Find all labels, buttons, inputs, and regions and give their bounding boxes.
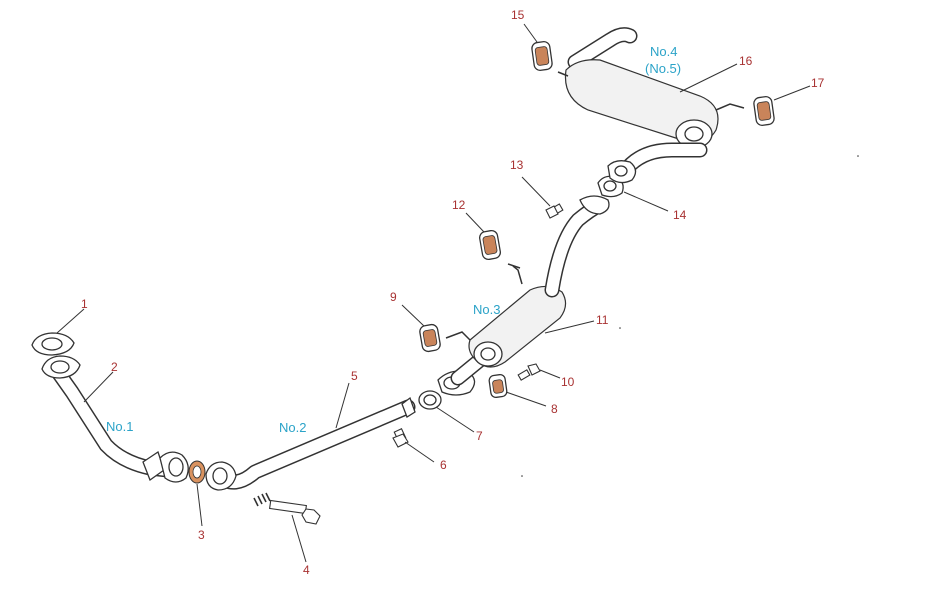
center-muffler-no3 [437, 195, 610, 396]
front-pipe-upper-flange [31, 332, 75, 356]
callout-numbers: 1 2 3 4 5 6 7 8 9 10 11 12 13 14 15 16 1… [81, 8, 825, 577]
callout-4: 4 [303, 563, 310, 577]
label-no1: No.1 [106, 419, 133, 434]
callout-14: 14 [673, 208, 687, 222]
bolt-part-13 [545, 203, 564, 219]
callout-3: 3 [198, 528, 205, 542]
rubber-mount-part-15 [531, 41, 553, 71]
callout-11: 11 [596, 313, 609, 327]
spring-bolt-part-4 [253, 492, 321, 525]
rubber-mount-part-8 [488, 373, 508, 399]
center-pipe-front-flange [205, 461, 237, 491]
center-pipe-no2 [205, 396, 416, 491]
rear-muffler-no4 [557, 27, 745, 184]
callout-7: 7 [476, 429, 483, 443]
label-no5: (No.5) [645, 61, 681, 76]
callout-9: 9 [390, 290, 397, 304]
section-labels: No.1 No.2 No.3 No.4 (No.5) [106, 44, 681, 435]
bolt-part-10 [517, 363, 541, 381]
callout-15: 15 [511, 8, 525, 22]
bolt-part-6 [392, 428, 409, 448]
callout-17: 17 [811, 76, 825, 90]
rubber-mount-part-12 [479, 229, 501, 261]
callout-1: 1 [81, 297, 88, 311]
callout-16: 16 [739, 54, 753, 68]
callout-12: 12 [452, 198, 466, 212]
front-pipe-no1 [31, 332, 189, 483]
callout-2: 2 [111, 360, 118, 374]
label-no2: No.2 [279, 420, 306, 435]
callout-6: 6 [440, 458, 447, 472]
label-no4: No.4 [650, 44, 677, 59]
gasket-ring-part-3 [188, 460, 206, 484]
front-pipe-rear-flange [142, 450, 189, 483]
leader-lines [56, 23, 811, 563]
rubber-mount-part-17 [753, 96, 775, 126]
front-pipe-lower-flange [41, 355, 81, 379]
rubber-mount-part-9 [419, 323, 441, 353]
callout-10: 10 [561, 375, 575, 389]
label-no3: No.3 [473, 302, 500, 317]
callout-8: 8 [551, 402, 558, 416]
callout-13: 13 [510, 158, 524, 172]
gasket-part-7 [418, 390, 442, 410]
callout-5: 5 [351, 369, 358, 383]
